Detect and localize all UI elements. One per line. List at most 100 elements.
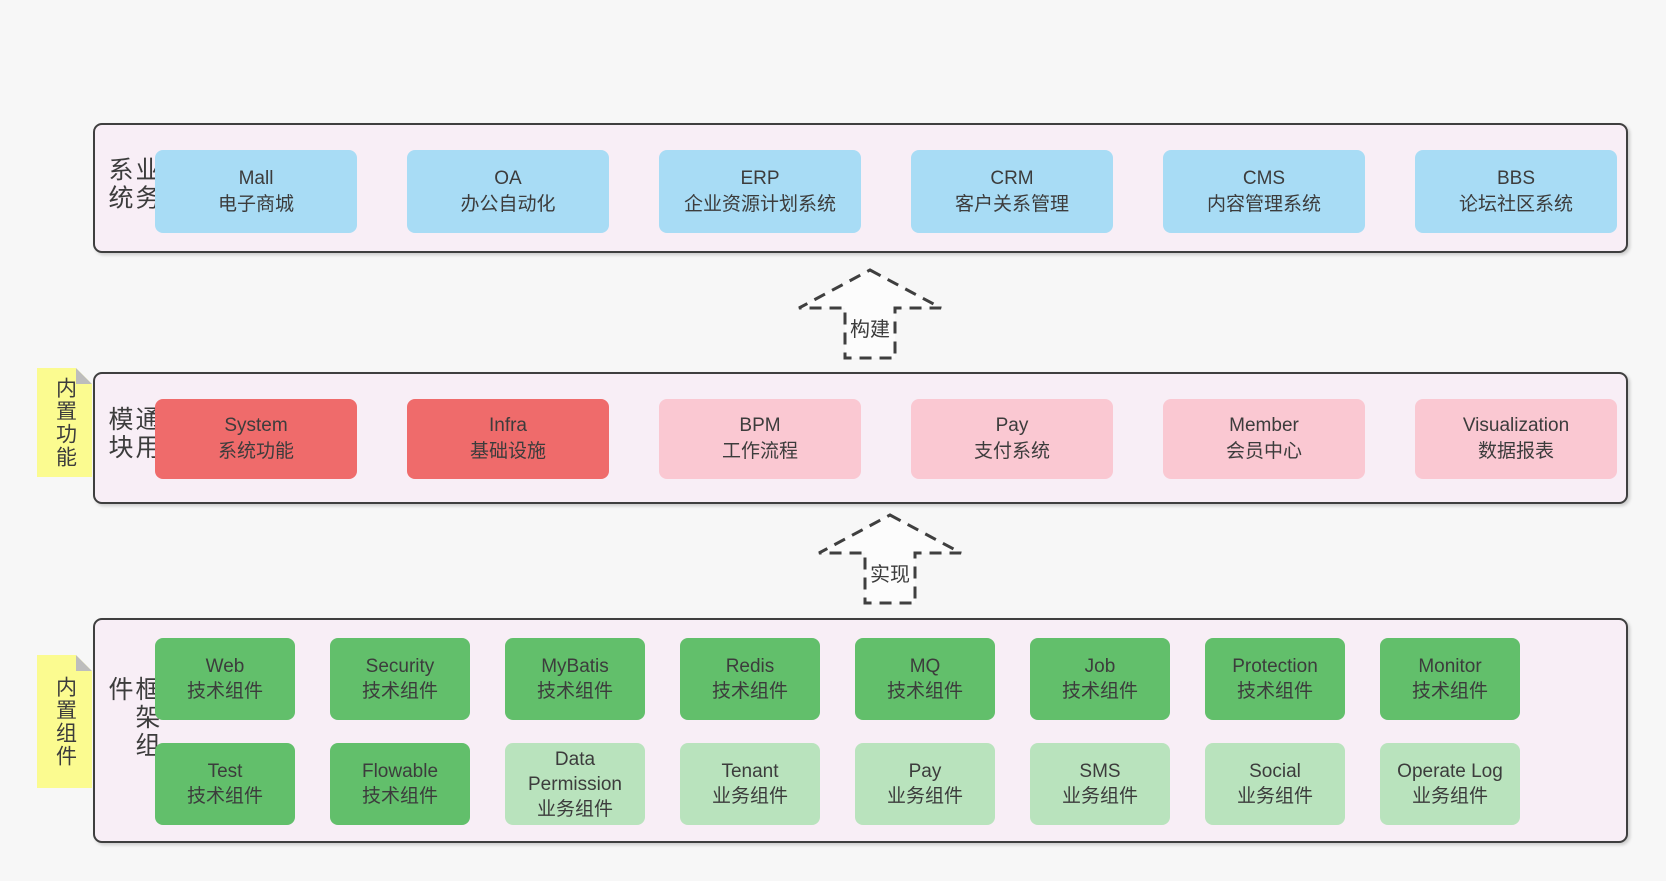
box-title: Monitor [1418, 656, 1482, 677]
box-operate-log: Operate Log 业务组件 [1380, 743, 1520, 825]
box-tenant: Tenant 业务组件 [680, 743, 820, 825]
box-subtitle: 电子商城 [217, 193, 294, 215]
box-subtitle: 会员中心 [1225, 441, 1302, 462]
box-bbs: BBS 论坛社区系统 [1415, 150, 1617, 233]
box-subtitle: 技术组件 [886, 681, 963, 702]
box-title: Infra [488, 415, 528, 436]
box-erp: ERP 企业资源计划系统 [659, 150, 861, 233]
band-business-systems: 业务系统 Mall 电子商城 OA 办公自动化 ERP 企业资源计划系统 CRM… [93, 123, 1628, 253]
box-subtitle: 办公自动化 [460, 193, 556, 215]
box-member: Member 会员中心 [1163, 399, 1365, 479]
box-title: SMS [1079, 761, 1121, 782]
box-pay-component: Pay 业务组件 [855, 743, 995, 825]
box-subtitle: 技术组件 [186, 681, 263, 702]
box-subtitle: 支付系统 [973, 441, 1050, 462]
box-title: Redis [725, 656, 775, 677]
band-common-modules: 通用模块 System 系统功能 Infra 基础设施 BPM 工作流程 Pay… [93, 372, 1628, 504]
box-protection: Protection 技术组件 [1205, 638, 1345, 720]
box-subtitle: 业务组件 [1411, 786, 1488, 807]
box-subtitle: 基础设施 [469, 441, 546, 462]
box-mybatis: MyBatis 技术组件 [505, 638, 645, 720]
box-oa: OA 办公自动化 [407, 150, 609, 233]
box-mall: Mall 电子商城 [155, 150, 357, 233]
business-systems-row: Mall 电子商城 OA 办公自动化 ERP 企业资源计划系统 CRM 客户关系… [155, 150, 1617, 233]
box-subtitle: 业务组件 [1236, 786, 1313, 807]
sticky-note-built-in-components: 内置组件 [37, 655, 92, 788]
box-title: Mall [238, 167, 274, 189]
arrow-implement: 实现 [817, 513, 963, 605]
box-subtitle: 业务组件 [886, 786, 963, 807]
box-subtitle: 客户关系管理 [954, 193, 1069, 215]
box-title: Tenant [721, 761, 779, 782]
box-title: BPM [739, 415, 781, 436]
box-monitor: Monitor 技术组件 [1380, 638, 1520, 720]
arrow-implement-label: 实现 [870, 564, 910, 586]
box-title: MyBatis [541, 656, 609, 677]
band-framework-components: 框架组件 Web 技术组件 Security 技术组件 MyBatis 技术组件… [93, 618, 1628, 843]
common-modules-row: System 系统功能 Infra 基础设施 BPM 工作流程 Pay 支付系统… [155, 399, 1617, 479]
box-subtitle: 业务组件 [711, 786, 788, 807]
box-title: CMS [1242, 167, 1286, 189]
box-infra: Infra 基础设施 [407, 399, 609, 479]
sticky-label: 内置功能 [53, 376, 77, 469]
box-title: System [224, 415, 288, 436]
box-title: Web [205, 656, 245, 677]
box-subtitle: 企业资源计划系统 [683, 193, 836, 215]
band-framework-components-label: 框架组件 [105, 675, 160, 760]
arrow-build: 构建 [797, 268, 943, 360]
box-subtitle: 技术组件 [1061, 681, 1138, 702]
box-subtitle: 技术组件 [361, 786, 438, 807]
box-subtitle: 技术组件 [361, 681, 438, 702]
box-cms: CMS 内容管理系统 [1163, 150, 1365, 233]
box-redis: Redis 技术组件 [680, 638, 820, 720]
box-data-permission: Data Permission 业务组件 [505, 743, 645, 825]
box-social: Social 业务组件 [1205, 743, 1345, 825]
box-subtitle: 论坛社区系统 [1458, 193, 1573, 215]
box-title: Security [365, 656, 435, 677]
box-web: Web 技术组件 [155, 638, 295, 720]
box-title: CRM [990, 167, 1034, 189]
band-business-systems-label: 业务系统 [105, 156, 160, 213]
box-title: BBS [1496, 167, 1536, 189]
box-title: OA [494, 167, 522, 189]
band-common-modules-label: 通用模块 [105, 406, 160, 462]
framework-components-row-1: Web 技术组件 Security 技术组件 MyBatis 技术组件 Redi… [155, 638, 1520, 720]
box-title: Job [1084, 656, 1116, 677]
box-subtitle: 业务组件 [536, 798, 613, 820]
box-title: Member [1229, 415, 1299, 436]
box-subtitle: 业务组件 [1061, 786, 1138, 807]
box-subtitle: 工作流程 [721, 441, 798, 462]
box-sms: SMS 业务组件 [1030, 743, 1170, 825]
box-subtitle: 技术组件 [1236, 681, 1313, 702]
box-bpm: BPM 工作流程 [659, 399, 861, 479]
box-title: Flowable [361, 761, 439, 782]
box-test: Test 技术组件 [155, 743, 295, 825]
box-security: Security 技术组件 [330, 638, 470, 720]
box-job: Job 技术组件 [1030, 638, 1170, 720]
box-title: Operate Log [1397, 761, 1503, 782]
box-mq: MQ 技术组件 [855, 638, 995, 720]
up-arrow-icon [818, 513, 962, 605]
box-title: Visualization [1462, 415, 1570, 436]
box-title: Social [1249, 761, 1301, 782]
box-title: Test [207, 761, 243, 782]
arrow-build-label: 构建 [850, 319, 890, 341]
sticky-note-built-in-features: 内置功能 [37, 368, 92, 477]
box-title: Data Permission [528, 748, 622, 795]
box-title: Pay [995, 415, 1029, 436]
up-arrow-icon [798, 268, 942, 360]
box-subtitle: 技术组件 [536, 681, 613, 702]
box-title: Protection [1232, 656, 1318, 677]
framework-components-row-2: Test 技术组件 Flowable 技术组件 Data Permission … [155, 743, 1520, 825]
box-title: Pay [908, 761, 942, 782]
box-subtitle: 内容管理系统 [1206, 193, 1321, 215]
box-subtitle: 技术组件 [186, 786, 263, 807]
box-crm: CRM 客户关系管理 [911, 150, 1113, 233]
box-title: MQ [909, 656, 941, 677]
box-visualization: Visualization 数据报表 [1415, 399, 1617, 479]
box-subtitle: 技术组件 [711, 681, 788, 702]
folded-corner-icon [76, 655, 92, 671]
box-subtitle: 系统功能 [217, 441, 294, 462]
folded-corner-icon [76, 368, 92, 384]
